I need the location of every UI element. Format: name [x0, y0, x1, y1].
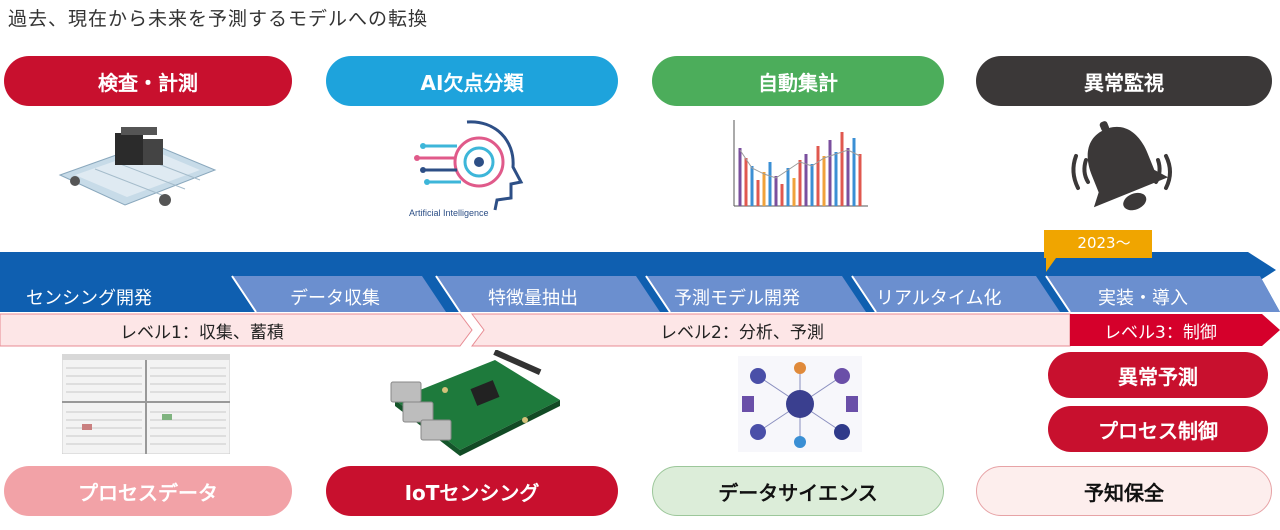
timeline-arrow [0, 252, 1280, 347]
pill-label: IoTセンシング [404, 480, 540, 505]
data-science-diagram [738, 356, 862, 452]
stage-realtime: リアルタイム化 [876, 288, 1002, 309]
pill-process-data[interactable]: プロセスデータ [4, 466, 292, 516]
level-2-label: レベル2：分析、予測 [660, 323, 824, 343]
page-title: 過去、現在から未来を予測するモデルへの転換 [8, 8, 429, 30]
stage-data-collection: データ収集 [290, 288, 380, 309]
pill-label: AI欠点分類 [420, 70, 524, 95]
year-tag-label: 2023〜 [1077, 234, 1131, 252]
alarm-bell-icon [1071, 121, 1172, 211]
ai-image-caption: Artificial Intelligence [409, 208, 489, 218]
iot-board-image [390, 350, 560, 456]
anomaly-prediction-button[interactable]: 異常予測 [1048, 352, 1268, 398]
artificial-intelligence-image: Artificial Intelligence [409, 120, 524, 218]
stage-sensing-development: センシング開発 [26, 288, 152, 309]
inspection-machine-image [58, 127, 217, 206]
stage-feature-extraction: 特徴量抽出 [488, 288, 578, 309]
pill-inspection-measurement[interactable]: 検査・計測 [4, 56, 292, 106]
pill-data-science[interactable]: データサイエンス [652, 466, 944, 516]
stage-prediction-model-development: 予測モデル開発 [674, 288, 800, 309]
pill-ai-defect-classification[interactable]: AI欠点分類 [326, 56, 618, 106]
level-3-label: レベル3：制御 [1104, 323, 1217, 343]
pill-label: プロセス制御 [1098, 418, 1218, 443]
pill-iot-sensing[interactable]: IoTセンシング [326, 466, 618, 516]
process-control-button[interactable]: プロセス制御 [1048, 406, 1268, 452]
stage-implementation: 実装・導入 [1098, 288, 1188, 309]
level-1-label: レベル1：収集、蓄積 [120, 323, 284, 343]
pill-label: 異常予測 [1118, 364, 1198, 389]
bar-chart-image [733, 120, 868, 207]
pill-predictive-maintenance[interactable]: 予知保全 [976, 466, 1272, 516]
pill-label: 予知保全 [1084, 480, 1164, 505]
year-tag [1044, 230, 1152, 272]
pill-label: 自動集計 [758, 70, 838, 95]
pill-anomaly-monitoring[interactable]: 異常監視 [976, 56, 1272, 106]
pill-label: 検査・計測 [98, 70, 198, 95]
pill-label: プロセスデータ [78, 480, 218, 505]
pill-auto-aggregation[interactable]: 自動集計 [652, 56, 944, 106]
process-data-screenshot [62, 354, 230, 454]
pill-label: データサイエンス [718, 480, 878, 505]
pill-label: 異常監視 [1084, 70, 1164, 95]
